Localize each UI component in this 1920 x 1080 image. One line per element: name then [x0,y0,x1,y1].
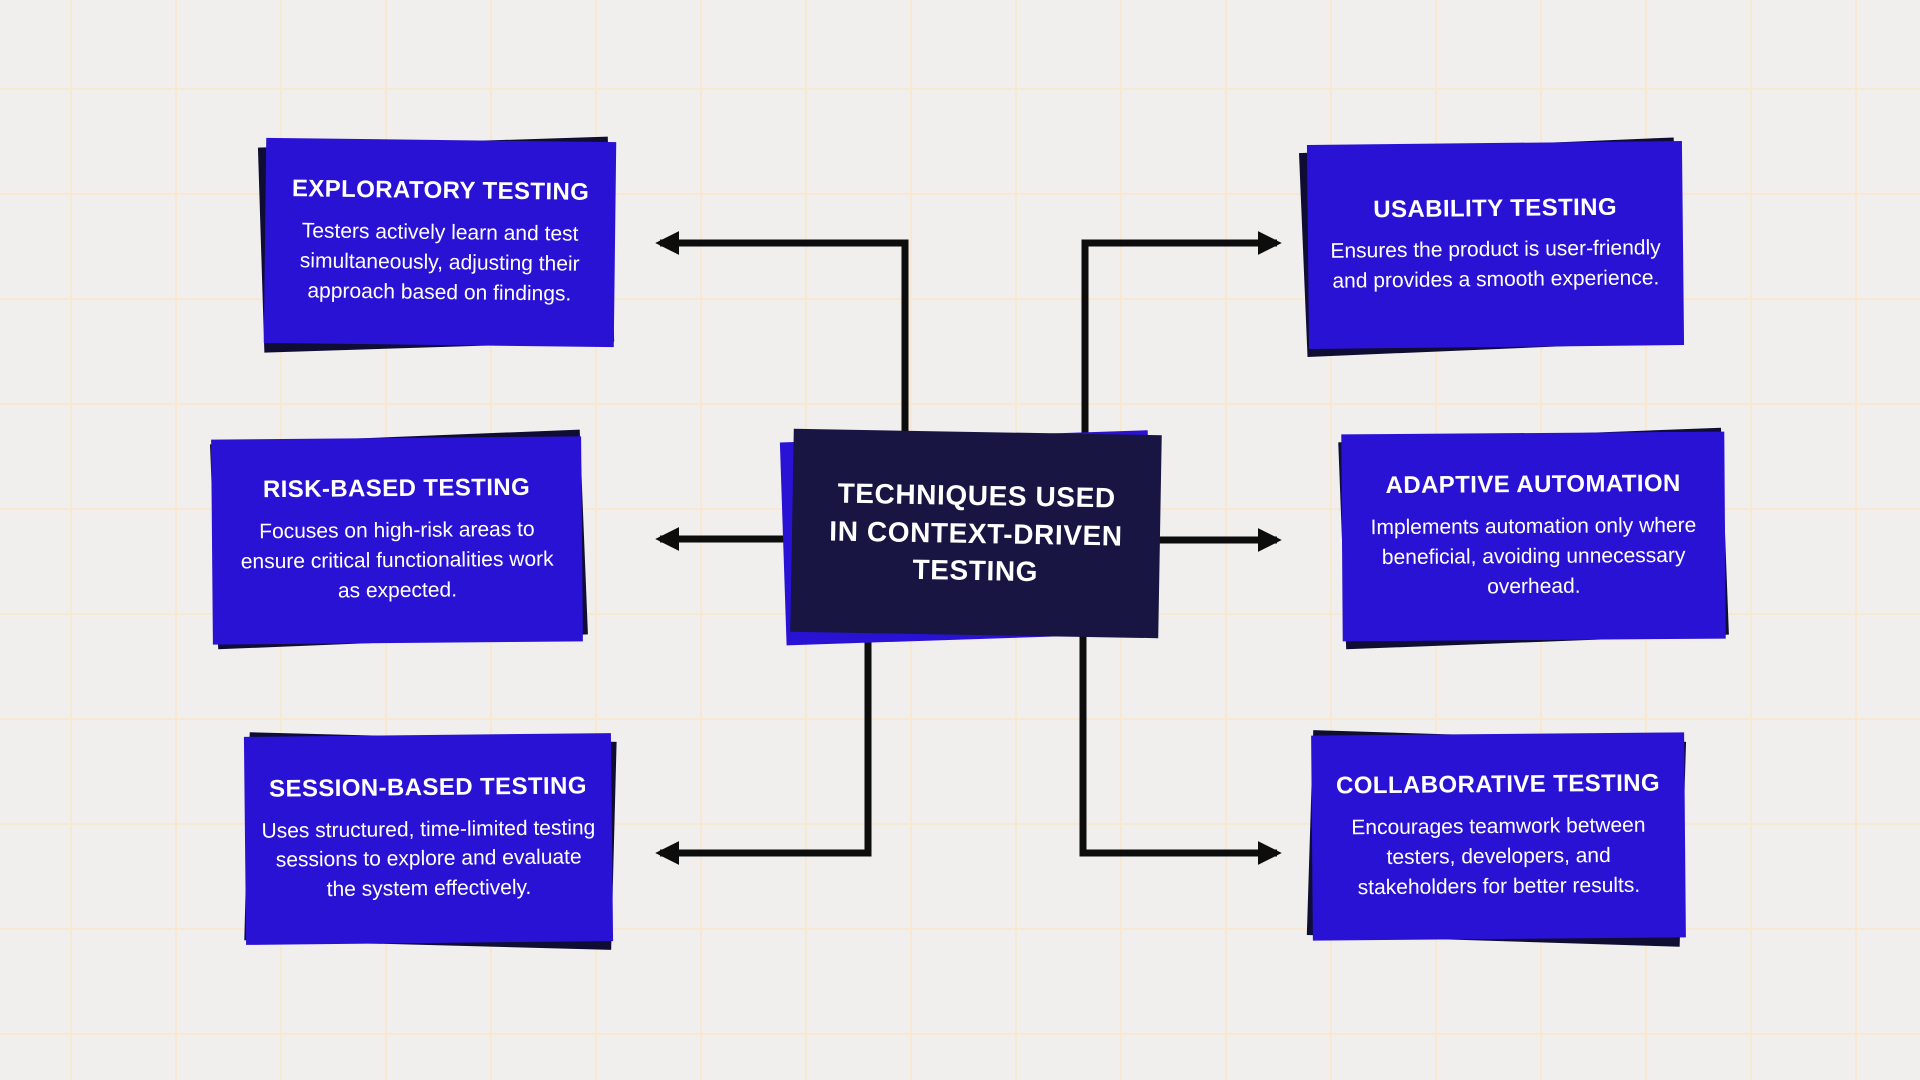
card-risk-based-testing: RISK-BASED TESTING Focuses on high-risk … [209,429,588,650]
center-topic-title: TECHNIQUES USED IN CONTEXT-DRIVEN TESTIN… [829,477,1123,588]
card-title: COLLABORATIVE TESTING [1335,770,1661,800]
card-face: ADAPTIVE AUTOMATION Implements automatio… [1341,431,1726,642]
card-title: USABILITY TESTING [1373,193,1618,224]
card-title: RISK-BASED TESTING [262,474,531,504]
card-description: Focuses on high-risk areas to ensure cri… [240,517,554,603]
card-center-topic: TECHNIQUES USED IN CONTEXT-DRIVEN TESTIN… [779,428,1162,646]
card-face: COLLABORATIVE TESTING Encourages teamwor… [1311,732,1686,941]
card-face: USABILITY TESTING Ensures the product is… [1306,141,1685,349]
card-usability-testing: USABILITY TESTING Ensures the product is… [1298,137,1685,357]
connector-center-to-collaborative [1079,622,1282,865]
connector-center-to-exploratory [655,231,909,462]
card-title: SESSION-BASED TESTING [268,772,587,803]
card-description: Testers actively learn and test simultan… [299,219,580,306]
connector-center-to-session-based [655,622,872,865]
card-adaptive-automation: ADAPTIVE AUTOMATION Implements automatio… [1338,427,1729,650]
card-face: EXPLORATORY TESTING Testers actively lea… [263,137,617,348]
card-description: Implements automation only where benefic… [1370,513,1697,599]
card-exploratory-testing: EXPLORATORY TESTING Testers actively lea… [257,136,617,353]
card-collaborative-testing: COLLABORATIVE TESTING Encourages teamwor… [1306,730,1687,947]
card-session-based-testing: SESSION-BASED TESTING Uses structured, t… [243,732,617,950]
card-description: Encourages teamwork between testers, dev… [1351,813,1646,899]
card-title: EXPLORATORY TESTING [291,175,590,207]
connector-center-to-usability [1081,231,1282,462]
card-title: ADAPTIVE AUTOMATION [1385,470,1681,500]
card-description: Uses structured, time-limited testing se… [261,815,596,902]
card-face: RISK-BASED TESTING Focuses on high-risk … [211,436,583,645]
card-description: Ensures the product is user-friendly and… [1330,236,1661,294]
card-face: TECHNIQUES USED IN CONTEXT-DRIVEN TESTIN… [790,428,1162,639]
card-face: SESSION-BASED TESTING Uses structured, t… [243,733,614,945]
